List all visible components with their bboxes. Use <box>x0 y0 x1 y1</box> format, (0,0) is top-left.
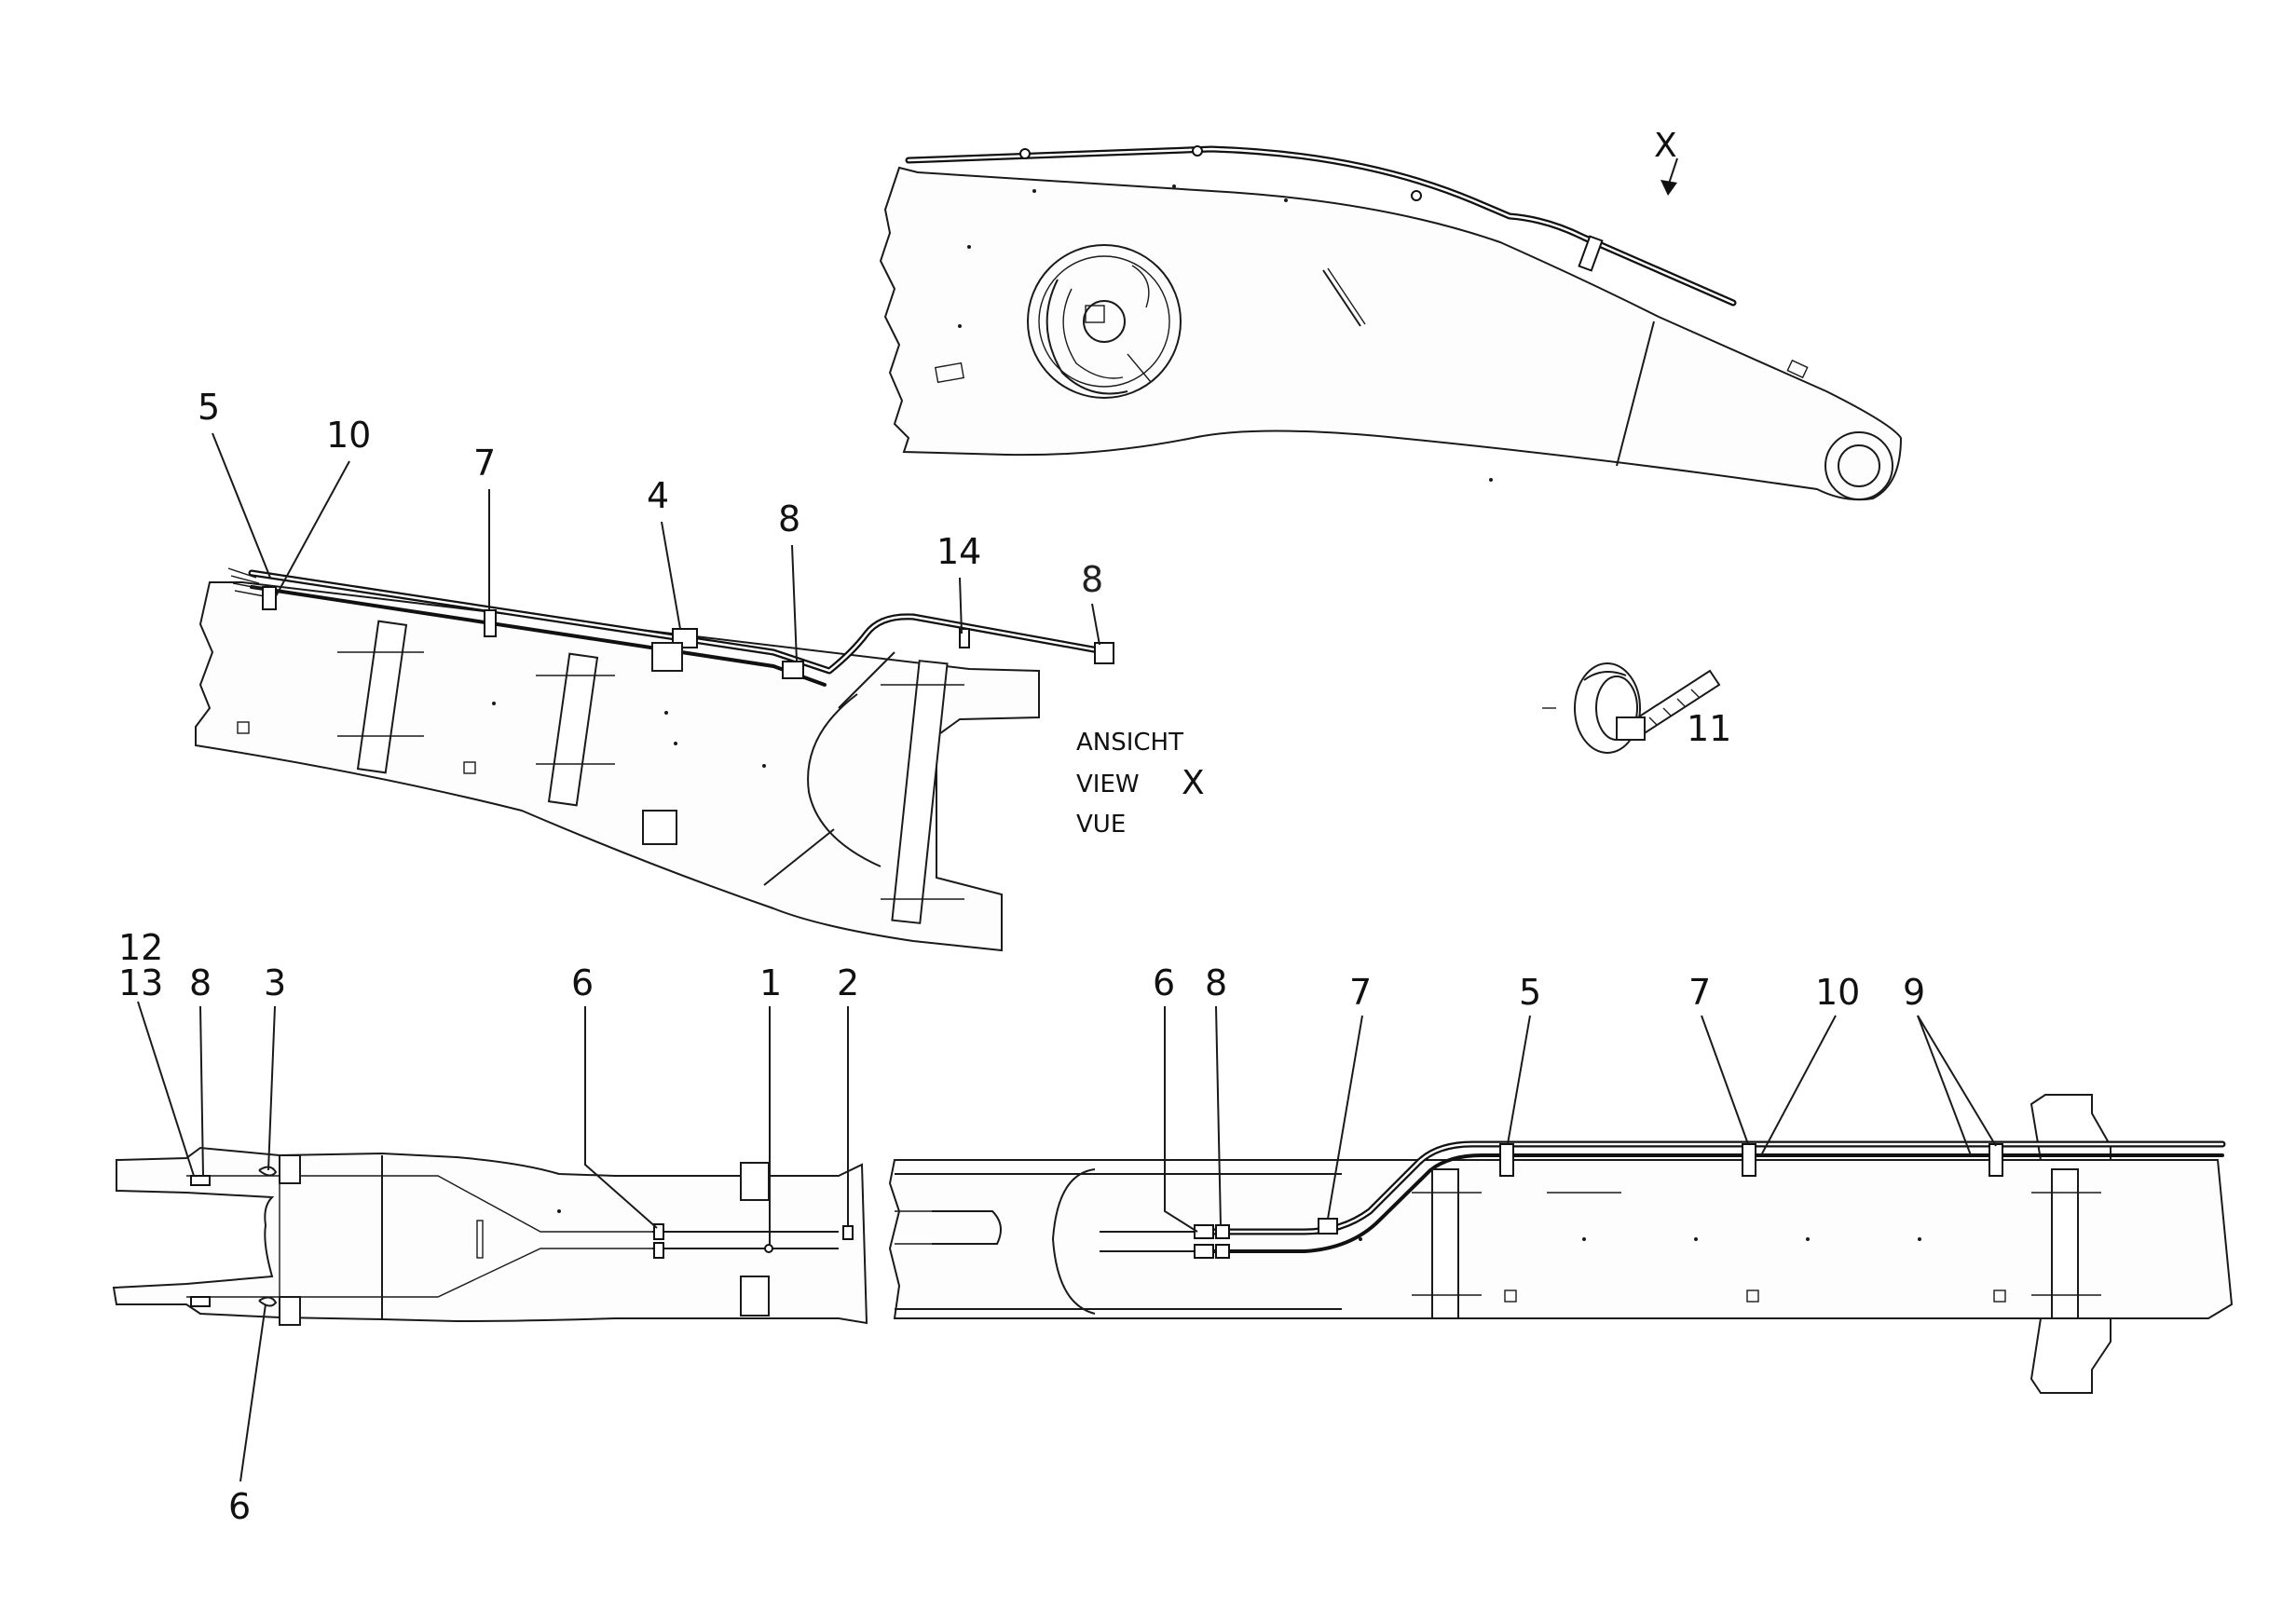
callouts-detail: 11 <box>1687 708 1731 749</box>
callout: 7 <box>1688 972 1711 1013</box>
clamp-14 <box>959 628 970 648</box>
boom-side-slot <box>1322 269 1361 327</box>
boom-top-plate <box>337 620 424 774</box>
callout: 6 <box>571 962 594 1003</box>
boom-center-body <box>888 1159 2234 1319</box>
boom-side-clamp <box>1192 145 1203 157</box>
callout: 5 <box>1519 972 1541 1013</box>
callout: 7 <box>473 443 496 484</box>
callout: 6 <box>1153 962 1175 1003</box>
callout: 1 <box>759 962 782 1003</box>
clamp-7-center <box>1318 1218 1338 1235</box>
boom-center-plate <box>2031 1168 2101 1319</box>
boom-top-plate <box>881 660 964 924</box>
boom-center-view <box>888 1094 2234 1394</box>
boom-side-clamp <box>1019 148 1031 159</box>
boom-side-plate <box>935 362 964 384</box>
clamp-2 <box>842 1225 854 1240</box>
fitting-10 <box>262 586 277 610</box>
fitting-6 <box>653 1223 664 1240</box>
boom-top-view <box>195 567 1114 952</box>
callouts-lower-right: 6 8 7 5 7 10 9 <box>1153 962 1997 1233</box>
callout: 8 <box>1205 962 1227 1003</box>
callout: 11 <box>1687 708 1731 749</box>
boom-tip-eye <box>1824 431 1893 500</box>
callout: 3 <box>264 962 286 1003</box>
callout: 8 <box>778 498 800 539</box>
boom-pivot-disc <box>1027 244 1182 399</box>
boom-side-clamp <box>1411 190 1422 201</box>
callout: 4 <box>647 475 669 516</box>
boom-top-body <box>195 581 1040 952</box>
detail-clamp-11 <box>1542 662 1721 754</box>
callout: 12 <box>118 927 163 968</box>
callout: 6 <box>228 1486 251 1527</box>
callout: 7 <box>1349 972 1372 1013</box>
clamp-1 <box>764 1244 773 1253</box>
fitting-8-foot <box>190 1175 211 1186</box>
boom-side-view: X <box>879 127 1903 501</box>
boom-side-bracket <box>1578 235 1604 272</box>
clamp-9 <box>1988 1143 2003 1177</box>
foot-plate <box>740 1276 770 1317</box>
boom-center-plate <box>1412 1168 1482 1319</box>
clamp-7-right <box>1742 1143 1756 1177</box>
fitting-6-center <box>1194 1224 1214 1239</box>
callouts-top-view: 5 10 7 4 8 14 8 <box>198 387 1103 662</box>
view-label-letter: X <box>1182 764 1205 802</box>
clamp-3 <box>258 1166 278 1177</box>
boom-side-section-line <box>1616 321 1655 467</box>
fitting-8-end <box>1094 642 1114 664</box>
view-marker-x: X <box>1654 127 1677 165</box>
callout: 13 <box>118 962 163 1003</box>
fitting-8 <box>782 661 804 679</box>
callout: 2 <box>837 962 859 1003</box>
callout: 10 <box>1815 972 1860 1013</box>
view-label-line3: VUE <box>1076 811 1126 839</box>
callout: 10 <box>326 415 371 456</box>
fitting-8-center <box>1215 1224 1230 1239</box>
callout: 14 <box>936 531 981 572</box>
view-label: ANSICHT VIEW VUE X <box>1076 729 1205 839</box>
boom-top-cutout <box>807 693 882 867</box>
boom-foot-view <box>112 1146 868 1326</box>
foot-plate <box>740 1162 770 1201</box>
view-label-line1: ANSICHT <box>1076 729 1183 757</box>
clamp-7 <box>484 609 497 637</box>
callout: 8 <box>1081 559 1103 600</box>
callout: 5 <box>198 387 220 428</box>
callout: 9 <box>1903 972 1925 1013</box>
boom-foot-body <box>112 1146 868 1325</box>
clamp-5-center <box>1499 1143 1514 1177</box>
callout: 8 <box>189 962 212 1003</box>
boom-top-plate <box>536 652 615 807</box>
view-label-line2: VIEW <box>1076 771 1140 798</box>
boom-side-body <box>879 166 1903 501</box>
boom-center-cutout <box>1051 1168 1096 1315</box>
callouts-lower-left: 12 13 8 3 6 1 2 6 <box>118 927 859 1527</box>
